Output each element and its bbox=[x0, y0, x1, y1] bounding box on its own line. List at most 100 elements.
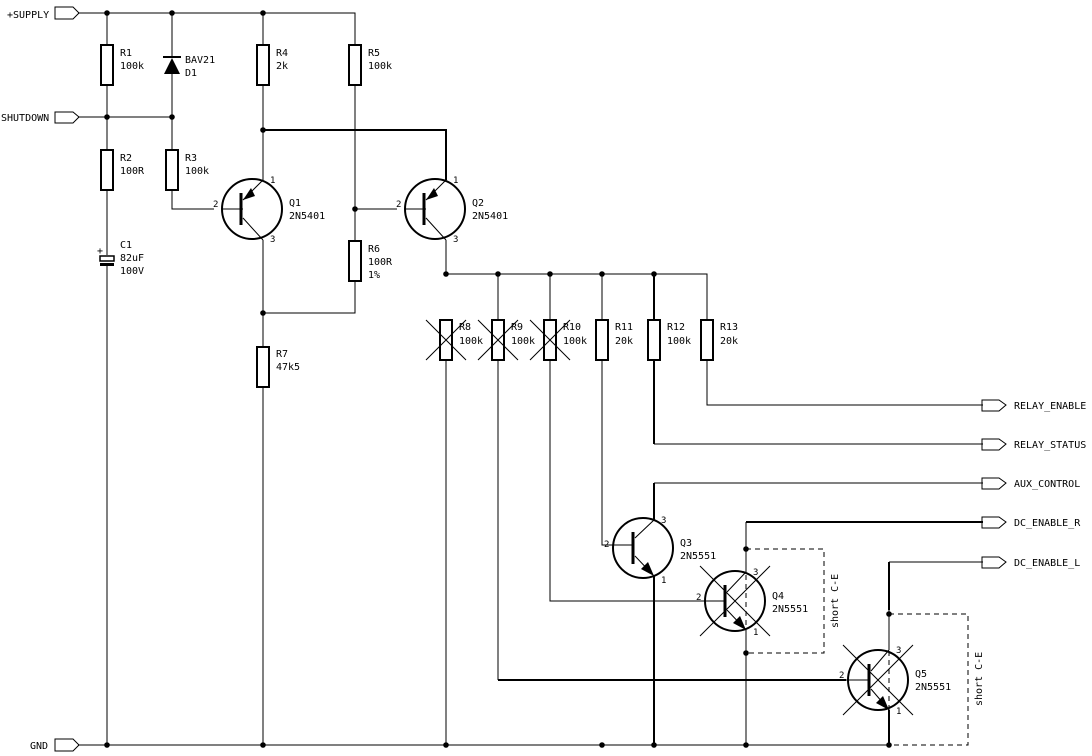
diode-d1: BAV21 D1 bbox=[163, 55, 215, 79]
q2-pin-3: 3 bbox=[453, 235, 458, 245]
q3-ref: Q3 bbox=[680, 538, 692, 549]
r11-value: 20k bbox=[615, 336, 633, 347]
port-dc-enable-l: DC_ENABLE_L bbox=[981, 556, 1080, 569]
q3-pin-1: 1 bbox=[661, 576, 666, 586]
r9-ref: R9 bbox=[511, 322, 523, 333]
r12-value: 100k bbox=[667, 336, 691, 347]
r3-ref: R3 bbox=[185, 153, 197, 164]
r6-ref: R6 bbox=[368, 244, 380, 255]
r6-value: 100R bbox=[368, 257, 393, 268]
r10-value: 100k bbox=[563, 336, 587, 347]
port-gnd-label: GND bbox=[30, 741, 48, 752]
resistor-r13: R13 20k bbox=[700, 319, 738, 361]
q1-part: 2N5401 bbox=[289, 211, 325, 222]
junctions bbox=[104, 10, 892, 748]
c1-voltage: 100V bbox=[120, 266, 144, 277]
wires bbox=[78, 12, 983, 746]
resistor-r5: R5 100k bbox=[348, 44, 392, 86]
q2-ref: Q2 bbox=[472, 198, 484, 209]
port-relay-enable-label: RELAY_ENABLE bbox=[1014, 401, 1086, 412]
q3-part: 2N5551 bbox=[680, 551, 716, 562]
q5-short-ce-note: short C-E bbox=[974, 652, 985, 706]
q4-short-ce-note: short C-E bbox=[830, 574, 841, 628]
r13-value: 20k bbox=[720, 336, 738, 347]
port-gnd: GND bbox=[30, 738, 80, 752]
r11-ref: R11 bbox=[615, 322, 633, 333]
r2-ref: R2 bbox=[120, 153, 132, 164]
resistor-r8: R8 100k bbox=[425, 319, 483, 361]
port-aux-control: AUX_CONTROL bbox=[981, 477, 1080, 490]
c1-plus: + bbox=[97, 246, 103, 257]
c1-ref: C1 bbox=[120, 240, 132, 251]
resistor-r10: R10 100k bbox=[529, 319, 587, 361]
q1-pin-1: 1 bbox=[270, 176, 275, 186]
r12-ref: R12 bbox=[667, 322, 685, 333]
q2-part: 2N5401 bbox=[472, 211, 508, 222]
r8-ref: R8 bbox=[459, 322, 471, 333]
capacitor-c1: + C1 82uF 100V bbox=[97, 240, 144, 277]
r7-ref: R7 bbox=[276, 349, 288, 360]
q5-part: 2N5551 bbox=[915, 682, 951, 693]
r4-ref: R4 bbox=[276, 48, 288, 59]
d1-ref: D1 bbox=[185, 68, 197, 79]
resistor-r6: R6 100R 1% bbox=[348, 240, 393, 282]
port-dc-enable-l-label: DC_ENABLE_L bbox=[1014, 558, 1080, 569]
port-relay-enable: RELAY_ENABLE bbox=[981, 399, 1086, 412]
r1-ref: R1 bbox=[120, 48, 132, 59]
d1-part: BAV21 bbox=[185, 55, 215, 66]
transistor-q3: 2 3 1 Q3 2N5551 bbox=[604, 516, 716, 586]
port-shutdown: SHUTDOWN bbox=[1, 111, 80, 124]
q4-part: 2N5551 bbox=[772, 604, 808, 615]
transistor-q4: 2 3 1 Q4 2N5551 short C-E bbox=[696, 565, 841, 638]
port-aux-control-label: AUX_CONTROL bbox=[1014, 479, 1080, 490]
q4-ref: Q4 bbox=[772, 591, 784, 602]
resistor-r2: R2 100R bbox=[100, 149, 145, 191]
q4-pin-1: 1 bbox=[753, 628, 758, 638]
q1-pin-2: 2 bbox=[213, 200, 218, 210]
q3-pin-2: 2 bbox=[604, 540, 609, 550]
r7-value: 47k5 bbox=[276, 362, 300, 373]
r1-value: 100k bbox=[120, 61, 144, 72]
q4-pin-3: 3 bbox=[753, 568, 758, 578]
resistor-r3: R3 100k bbox=[165, 149, 209, 191]
resistor-r11: R11 20k bbox=[595, 319, 633, 361]
r3-value: 100k bbox=[185, 166, 209, 177]
q4-pin-2: 2 bbox=[696, 593, 701, 603]
port-supply-label: +SUPPLY bbox=[7, 10, 49, 21]
r4-value: 2k bbox=[276, 61, 288, 72]
q5-pin-2: 2 bbox=[839, 671, 844, 681]
transistor-q5: 2 3 1 Q5 2N5551 short C-E bbox=[839, 644, 985, 717]
transistor-q2: 2 1 3 Q2 2N5401 bbox=[396, 176, 508, 245]
c1-value: 82uF bbox=[120, 253, 144, 264]
port-relay-status-label: RELAY_STATUS bbox=[1014, 440, 1086, 451]
port-shutdown-label: SHUTDOWN bbox=[1, 113, 49, 124]
resistor-r4: R4 2k bbox=[256, 44, 288, 86]
r9-value: 100k bbox=[511, 336, 535, 347]
resistor-r7: R7 47k5 bbox=[256, 346, 300, 388]
r5-ref: R5 bbox=[368, 48, 380, 59]
q1-ref: Q1 bbox=[289, 198, 301, 209]
q2-pin-2: 2 bbox=[396, 200, 401, 210]
port-supply: +SUPPLY bbox=[7, 6, 80, 21]
q2-pin-1: 1 bbox=[453, 176, 458, 186]
q5-ref: Q5 bbox=[915, 669, 927, 680]
q3-pin-3: 3 bbox=[661, 516, 666, 526]
r8-value: 100k bbox=[459, 336, 483, 347]
wires-bold bbox=[106, 129, 983, 745]
q1-pin-3: 3 bbox=[270, 235, 275, 245]
resistor-r12: R12 100k bbox=[647, 319, 691, 361]
resistor-r1: R1 100k bbox=[100, 44, 144, 86]
port-dc-enable-r: DC_ENABLE_R bbox=[981, 516, 1081, 529]
port-dc-enable-r-label: DC_ENABLE_R bbox=[1014, 518, 1081, 529]
q5-pin-1: 1 bbox=[896, 707, 901, 717]
resistor-r9: R9 100k bbox=[477, 319, 535, 361]
r2-value: 100R bbox=[120, 166, 145, 177]
port-relay-status: RELAY_STATUS bbox=[981, 438, 1086, 451]
r5-value: 100k bbox=[368, 61, 392, 72]
q5-pin-3: 3 bbox=[896, 646, 901, 656]
r10-ref: R10 bbox=[563, 322, 581, 333]
transistor-q1: 2 1 3 Q1 2N5401 bbox=[213, 176, 325, 245]
r13-ref: R13 bbox=[720, 322, 738, 333]
r6-tolerance: 1% bbox=[368, 270, 380, 281]
